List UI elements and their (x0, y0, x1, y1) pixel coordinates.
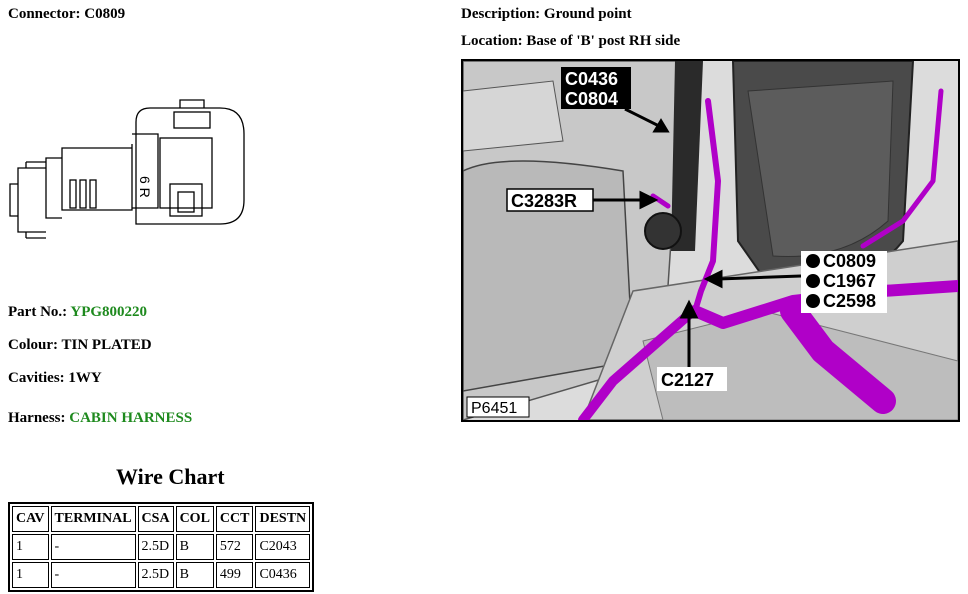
header-cct: CCT (215, 506, 254, 532)
cavities-info: Cavities: 1WY (8, 370, 102, 387)
header-csa: CSA (137, 506, 174, 532)
callout-c2598: C2598 (823, 291, 876, 311)
cell-col: B (175, 534, 214, 560)
description-label: Description: (461, 6, 541, 22)
part-no-info: Part No.: YPG800220 (8, 304, 147, 321)
wire-chart-title: Wire Chart (116, 464, 225, 489)
cell-cct: 499 (215, 562, 254, 588)
part-no-value[interactable]: YPG800220 (70, 304, 148, 320)
photo-ref: P6451 (471, 400, 517, 417)
cavities-value: 1WY (68, 370, 102, 386)
table-row: 1 - 2.5D B 572 C2043 (12, 534, 311, 560)
callout-c0436: C0436 (565, 69, 618, 89)
callout-c0804: C0804 (565, 89, 618, 109)
wire-chart-header-row: CAV TERMINAL CSA COL CCT DESTN (12, 506, 311, 532)
cell-destn: C0436 (255, 562, 311, 588)
harness-label: Harness: (8, 410, 66, 426)
header-terminal: TERMINAL (50, 506, 136, 532)
connector-label: Connector: (8, 6, 81, 22)
cell-terminal: - (50, 562, 136, 588)
cell-terminal: - (50, 534, 136, 560)
cell-cav: 1 (12, 534, 49, 560)
connector-drawing: 6 R (9, 99, 245, 239)
location-info: Location: Base of 'B' post RH side (461, 33, 680, 50)
description-value: Ground point (543, 6, 632, 22)
callout-c1967: C1967 (823, 271, 876, 291)
cell-cav: 1 (12, 562, 49, 588)
header-destn: DESTN (255, 506, 311, 532)
location-photo: C0436 C0804 C3283R C0809 C1967 C2598 C21… (461, 59, 960, 422)
callout-c3283r: C3283R (511, 191, 577, 211)
cell-destn: C2043 (255, 534, 311, 560)
harness-info: Harness: CABIN HARNESS (8, 410, 192, 427)
wire-chart-table: CAV TERMINAL CSA COL CCT DESTN 1 - 2.5D … (8, 502, 315, 592)
location-value: Base of 'B' post RH side (526, 33, 681, 49)
harness-value[interactable]: CABIN HARNESS (69, 410, 193, 426)
table-row: 1 - 2.5D B 499 C0436 (12, 562, 311, 588)
connector-value: C0809 (84, 6, 126, 22)
part-no-label: Part No.: (8, 304, 68, 320)
callout-c2127: C2127 (661, 370, 714, 390)
connector-info: Connector: C0809 (8, 6, 125, 23)
cell-col: B (175, 562, 214, 588)
header-cav: CAV (12, 506, 49, 532)
drawing-mark: 6 R (137, 176, 153, 198)
colour-info: Colour: TIN PLATED (8, 337, 152, 354)
cell-csa: 2.5D (137, 562, 174, 588)
colour-label: Colour: (8, 337, 58, 353)
location-label: Location: (461, 33, 523, 49)
callout-c0809: C0809 (823, 251, 876, 271)
cavities-label: Cavities: (8, 370, 65, 386)
header-col: COL (175, 506, 214, 532)
description-info: Description: Ground point (461, 6, 632, 23)
cell-csa: 2.5D (137, 534, 174, 560)
colour-value: TIN PLATED (61, 337, 152, 353)
cell-cct: 572 (215, 534, 254, 560)
